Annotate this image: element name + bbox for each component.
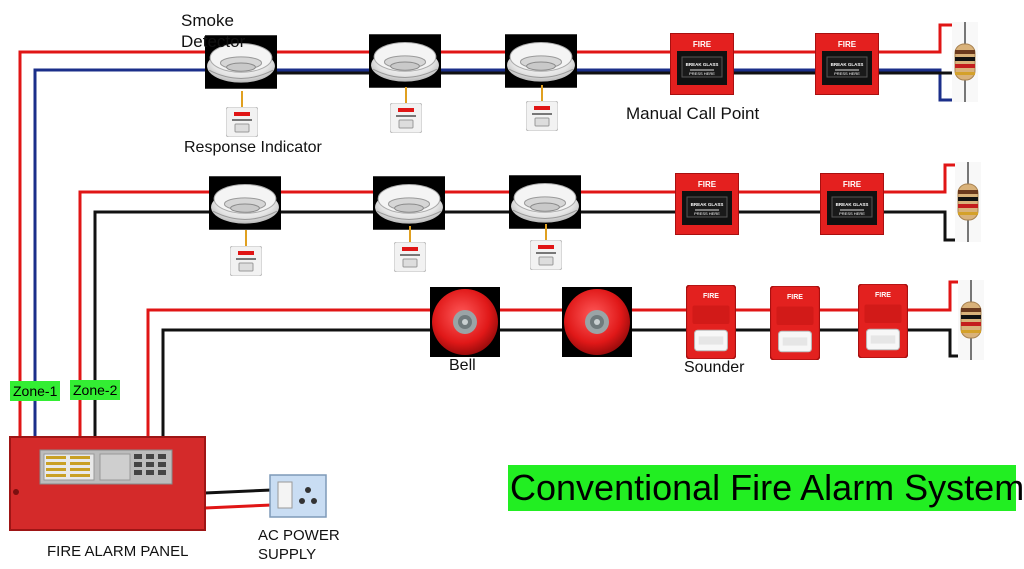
response-indicator-icon — [526, 101, 558, 131]
mcp-fire-text: FIRE — [843, 180, 862, 189]
diagram-title: Conventional Fire Alarm System — [510, 467, 1024, 508]
zone2-positive-wire — [78, 163, 968, 437]
mcp-break-glass-text: BREAK GLASS — [831, 62, 864, 67]
wire-group — [18, 23, 970, 510]
power-socket-icon — [269, 474, 327, 518]
power-neutral-wire — [204, 503, 273, 510]
response-indicator-icon — [530, 240, 562, 270]
mcp-press-here-text: PRESS HERE — [694, 211, 720, 216]
mcp-fire-text: FIRE — [698, 180, 717, 189]
response-indicator-label: Response Indicator — [184, 139, 322, 156]
sounder-label: Sounder — [684, 359, 745, 376]
response-indicator-icon — [230, 246, 262, 276]
zone1-negative-wire — [33, 68, 966, 437]
mcp-fire-text: FIRE — [838, 40, 857, 49]
smoke-detector-icon — [509, 175, 581, 229]
sounder-fire-text: FIRE — [787, 294, 803, 301]
zone2-negative-wire — [93, 210, 968, 437]
mcp-press-here-text: PRESS HERE — [834, 71, 860, 76]
bell-label: Bell — [449, 357, 476, 374]
mcp-break-glass-text: BREAK GLASS — [691, 202, 724, 207]
bell-icon — [430, 287, 500, 357]
manual-call-point-label: Manual Call Point — [626, 104, 760, 123]
device-group: FIRE BREAK GLASS PRESS HERE FIRE BREAK GLASS… — [205, 22, 984, 360]
smoke-detector-icon — [369, 34, 441, 88]
smoke-detector-label: Smoke Detector — [181, 11, 246, 51]
response-indicator-icon — [226, 107, 258, 137]
smoke-detector-icon — [373, 176, 445, 230]
mcp-break-glass-text: BREAK GLASS — [686, 62, 719, 67]
response-indicator-icon — [390, 103, 422, 133]
resistor-icon — [955, 162, 981, 242]
resistor-icon — [952, 22, 978, 102]
fire-alarm-panel-icon — [9, 436, 206, 531]
mcp-press-here-text: PRESS HERE — [689, 71, 715, 76]
smoke-detector-icon — [505, 34, 577, 88]
mcp-press-here-text: PRESS HERE — [839, 211, 865, 216]
zone-1-tag: Zone-1 — [10, 381, 61, 401]
smoke-detector-icon — [209, 176, 281, 230]
power-supply-label: AC POWER SUPPLY — [258, 527, 340, 563]
panel-label: FIRE ALARM PANEL — [47, 543, 189, 560]
sounder-negative-wire — [161, 328, 970, 437]
mcp-break-glass-text: BREAK GLASS — [836, 202, 869, 207]
bell-icon — [562, 287, 632, 357]
power-live-wire — [204, 488, 273, 495]
mcp-fire-text: FIRE — [693, 40, 712, 49]
diagram-title-box: Conventional Fire Alarm System — [508, 465, 1024, 511]
response-indicator-icon — [394, 242, 426, 272]
sounder-positive-wire — [146, 280, 970, 437]
sounder-fire-text: FIRE — [875, 292, 891, 299]
sounder-fire-text: FIRE — [703, 293, 719, 300]
zone1-positive-wire — [18, 23, 966, 437]
resistor-icon — [958, 280, 984, 360]
zone-2-tag: Zone-2 — [70, 380, 121, 400]
